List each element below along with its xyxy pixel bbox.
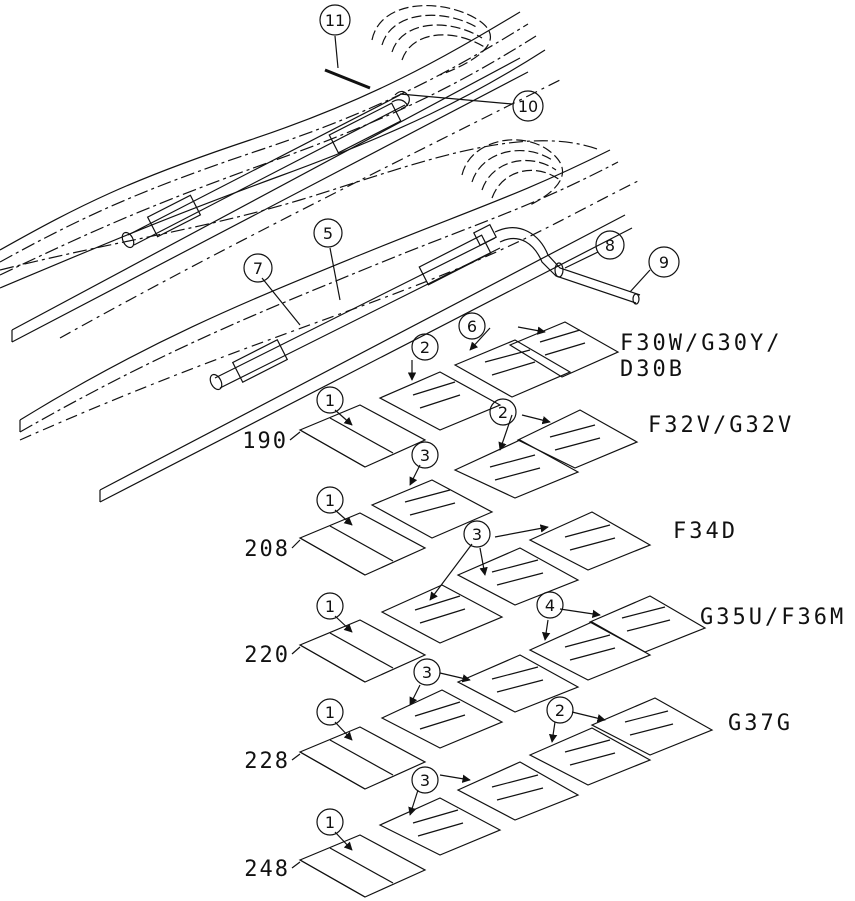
group4-model-label: G35U/F36M (700, 605, 846, 630)
group5-callout-a: 1 (325, 813, 335, 832)
callout-8: 8 (605, 236, 615, 255)
group3-length: 220 (244, 643, 290, 668)
clamp-8 (554, 262, 564, 278)
group4-callout-b: 3 (422, 663, 432, 682)
callout-7: 7 (253, 259, 263, 278)
group5-callout-b: 3 (420, 771, 430, 790)
plate-group-220 (298, 511, 652, 683)
group1-length: 190 (242, 429, 288, 454)
group4-length: 228 (244, 749, 290, 774)
group5-callout-c: 2 (555, 701, 565, 720)
group1-model-label-line2: D30B (620, 357, 685, 382)
group2-length: 208 (244, 537, 290, 562)
group1-model-label: F30W/G30Y/ (620, 331, 782, 356)
group5-model-label: G37G (728, 711, 793, 736)
group1-callout-c: 6 (467, 317, 477, 336)
callout-10: 10 (518, 97, 538, 116)
tailpipe-end-9 (632, 293, 640, 305)
callout-5: 5 (323, 224, 333, 243)
group4-callout-c: 4 (545, 596, 555, 615)
group3-callout-a: 1 (325, 597, 335, 616)
group2-callout-a: 1 (325, 491, 335, 510)
plate-group-228 (298, 595, 707, 790)
callout-11: 11 (325, 11, 345, 30)
lower-frame-rails (0, 140, 641, 503)
group1-callout-a: 1 (325, 391, 335, 410)
callout-9: 9 (659, 253, 669, 272)
lower-muffler-pipe (209, 223, 641, 391)
upper-tailpipe (324, 68, 371, 90)
group2-callout-c: 2 (498, 403, 508, 422)
plate-group-190 (298, 321, 620, 468)
plate-group-248 (298, 697, 714, 898)
group2-model-label: F32V/G32V (648, 413, 794, 438)
lower-spare-tire (461, 139, 563, 206)
group4-callout-a: 1 (325, 703, 335, 722)
group1-callout-b: 2 (420, 338, 430, 357)
plate-group-208 (298, 409, 639, 576)
group2-callout-b: 3 (420, 446, 430, 465)
upper-frame-rails (0, 11, 561, 343)
upper-spare-tire (371, 5, 491, 76)
group3-model-label: F34D (673, 519, 738, 544)
group3-callout-b: 3 (472, 525, 482, 544)
group5-length: 248 (244, 857, 290, 882)
